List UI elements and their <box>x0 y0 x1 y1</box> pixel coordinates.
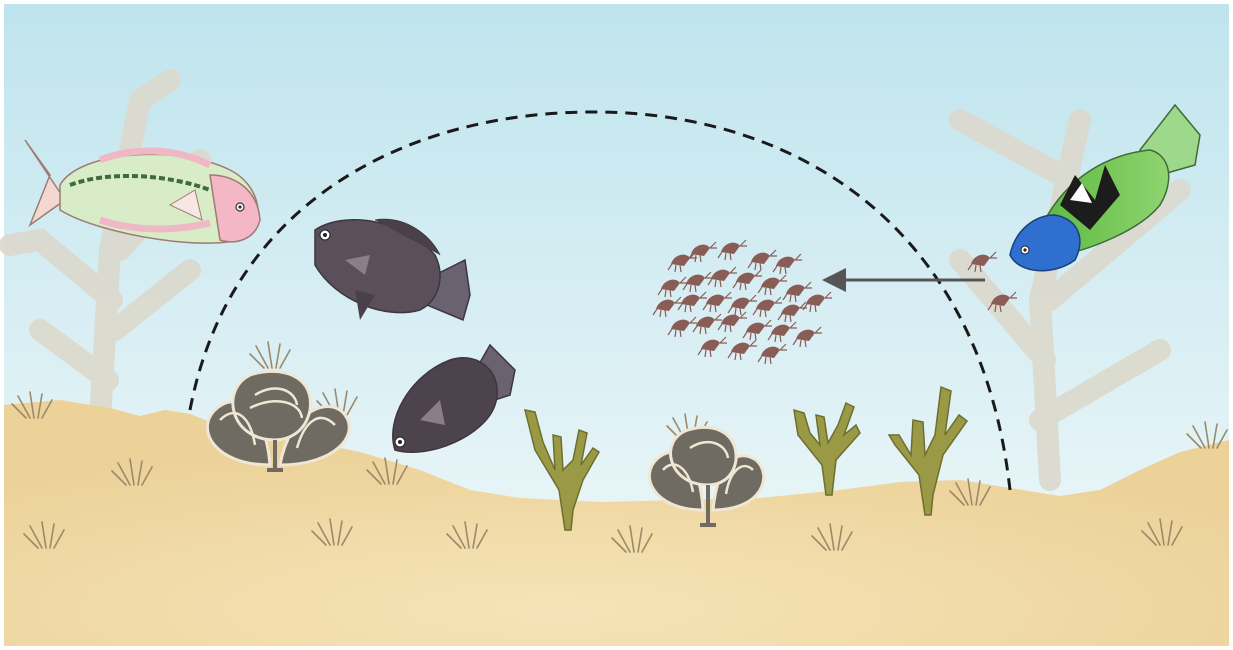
reef-territory-illustration <box>0 0 1233 650</box>
